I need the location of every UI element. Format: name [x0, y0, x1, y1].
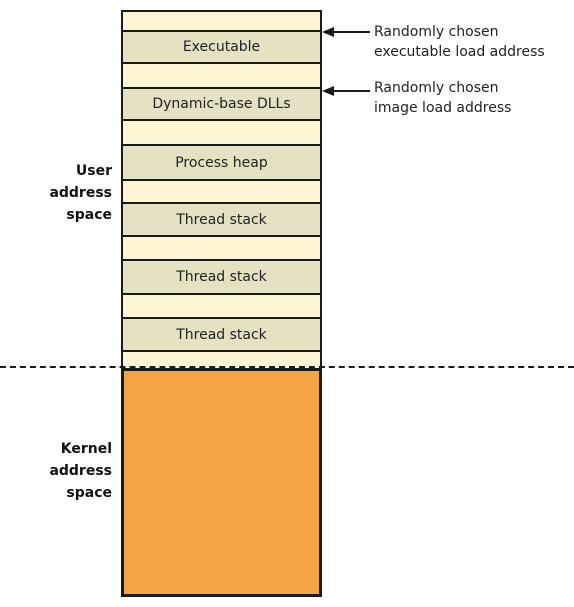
image-load-arrow-icon: [322, 86, 370, 96]
kernel-label-line: space: [66, 485, 112, 501]
dynamic-base-dlls-block: Dynamic-base DLLs: [121, 87, 322, 121]
dynamic-base-dlls-block-label: Dynamic-base DLLs: [152, 96, 291, 112]
kernel-address-space-label: Kernel address space: [12, 438, 112, 504]
executable-block-label: Executable: [182, 39, 261, 55]
executable-load-arrow-icon: [322, 27, 370, 37]
kernel-label-line: address: [49, 463, 112, 479]
thread-stack-block-label: Thread stack: [176, 326, 267, 343]
user-label-line: space: [66, 207, 112, 223]
image-load-address-annotation: Randomly chosen image load address: [374, 78, 511, 118]
process-heap-block-label: Process heap: [175, 154, 268, 171]
annotation-line: Randomly chosen: [374, 24, 499, 40]
thread-stack-block-1: Thread stack: [121, 202, 322, 237]
user-label-line: address: [49, 185, 112, 201]
executable-block: Executable: [121, 30, 322, 64]
user-address-space-label: User address space: [12, 160, 112, 226]
annotation-line: executable load address: [374, 44, 545, 60]
kernel-label-line: Kernel: [60, 441, 112, 457]
thread-stack-block-2: Thread stack: [121, 259, 322, 295]
process-heap-block: Process heap: [121, 144, 322, 181]
kernel-address-space-column: [121, 368, 322, 597]
user-address-space-column: [121, 10, 322, 366]
thread-stack-block-label: Thread stack: [176, 211, 267, 228]
annotation-line: Randomly chosen: [374, 80, 499, 96]
user-label-line: User: [75, 163, 112, 179]
thread-stack-block-3: Thread stack: [121, 317, 322, 352]
thread-stack-block-label: Thread stack: [176, 269, 267, 285]
annotation-line: image load address: [374, 100, 512, 116]
user-kernel-boundary-divider: [0, 366, 574, 368]
executable-load-address-annotation: Randomly chosen executable load address: [374, 22, 545, 62]
